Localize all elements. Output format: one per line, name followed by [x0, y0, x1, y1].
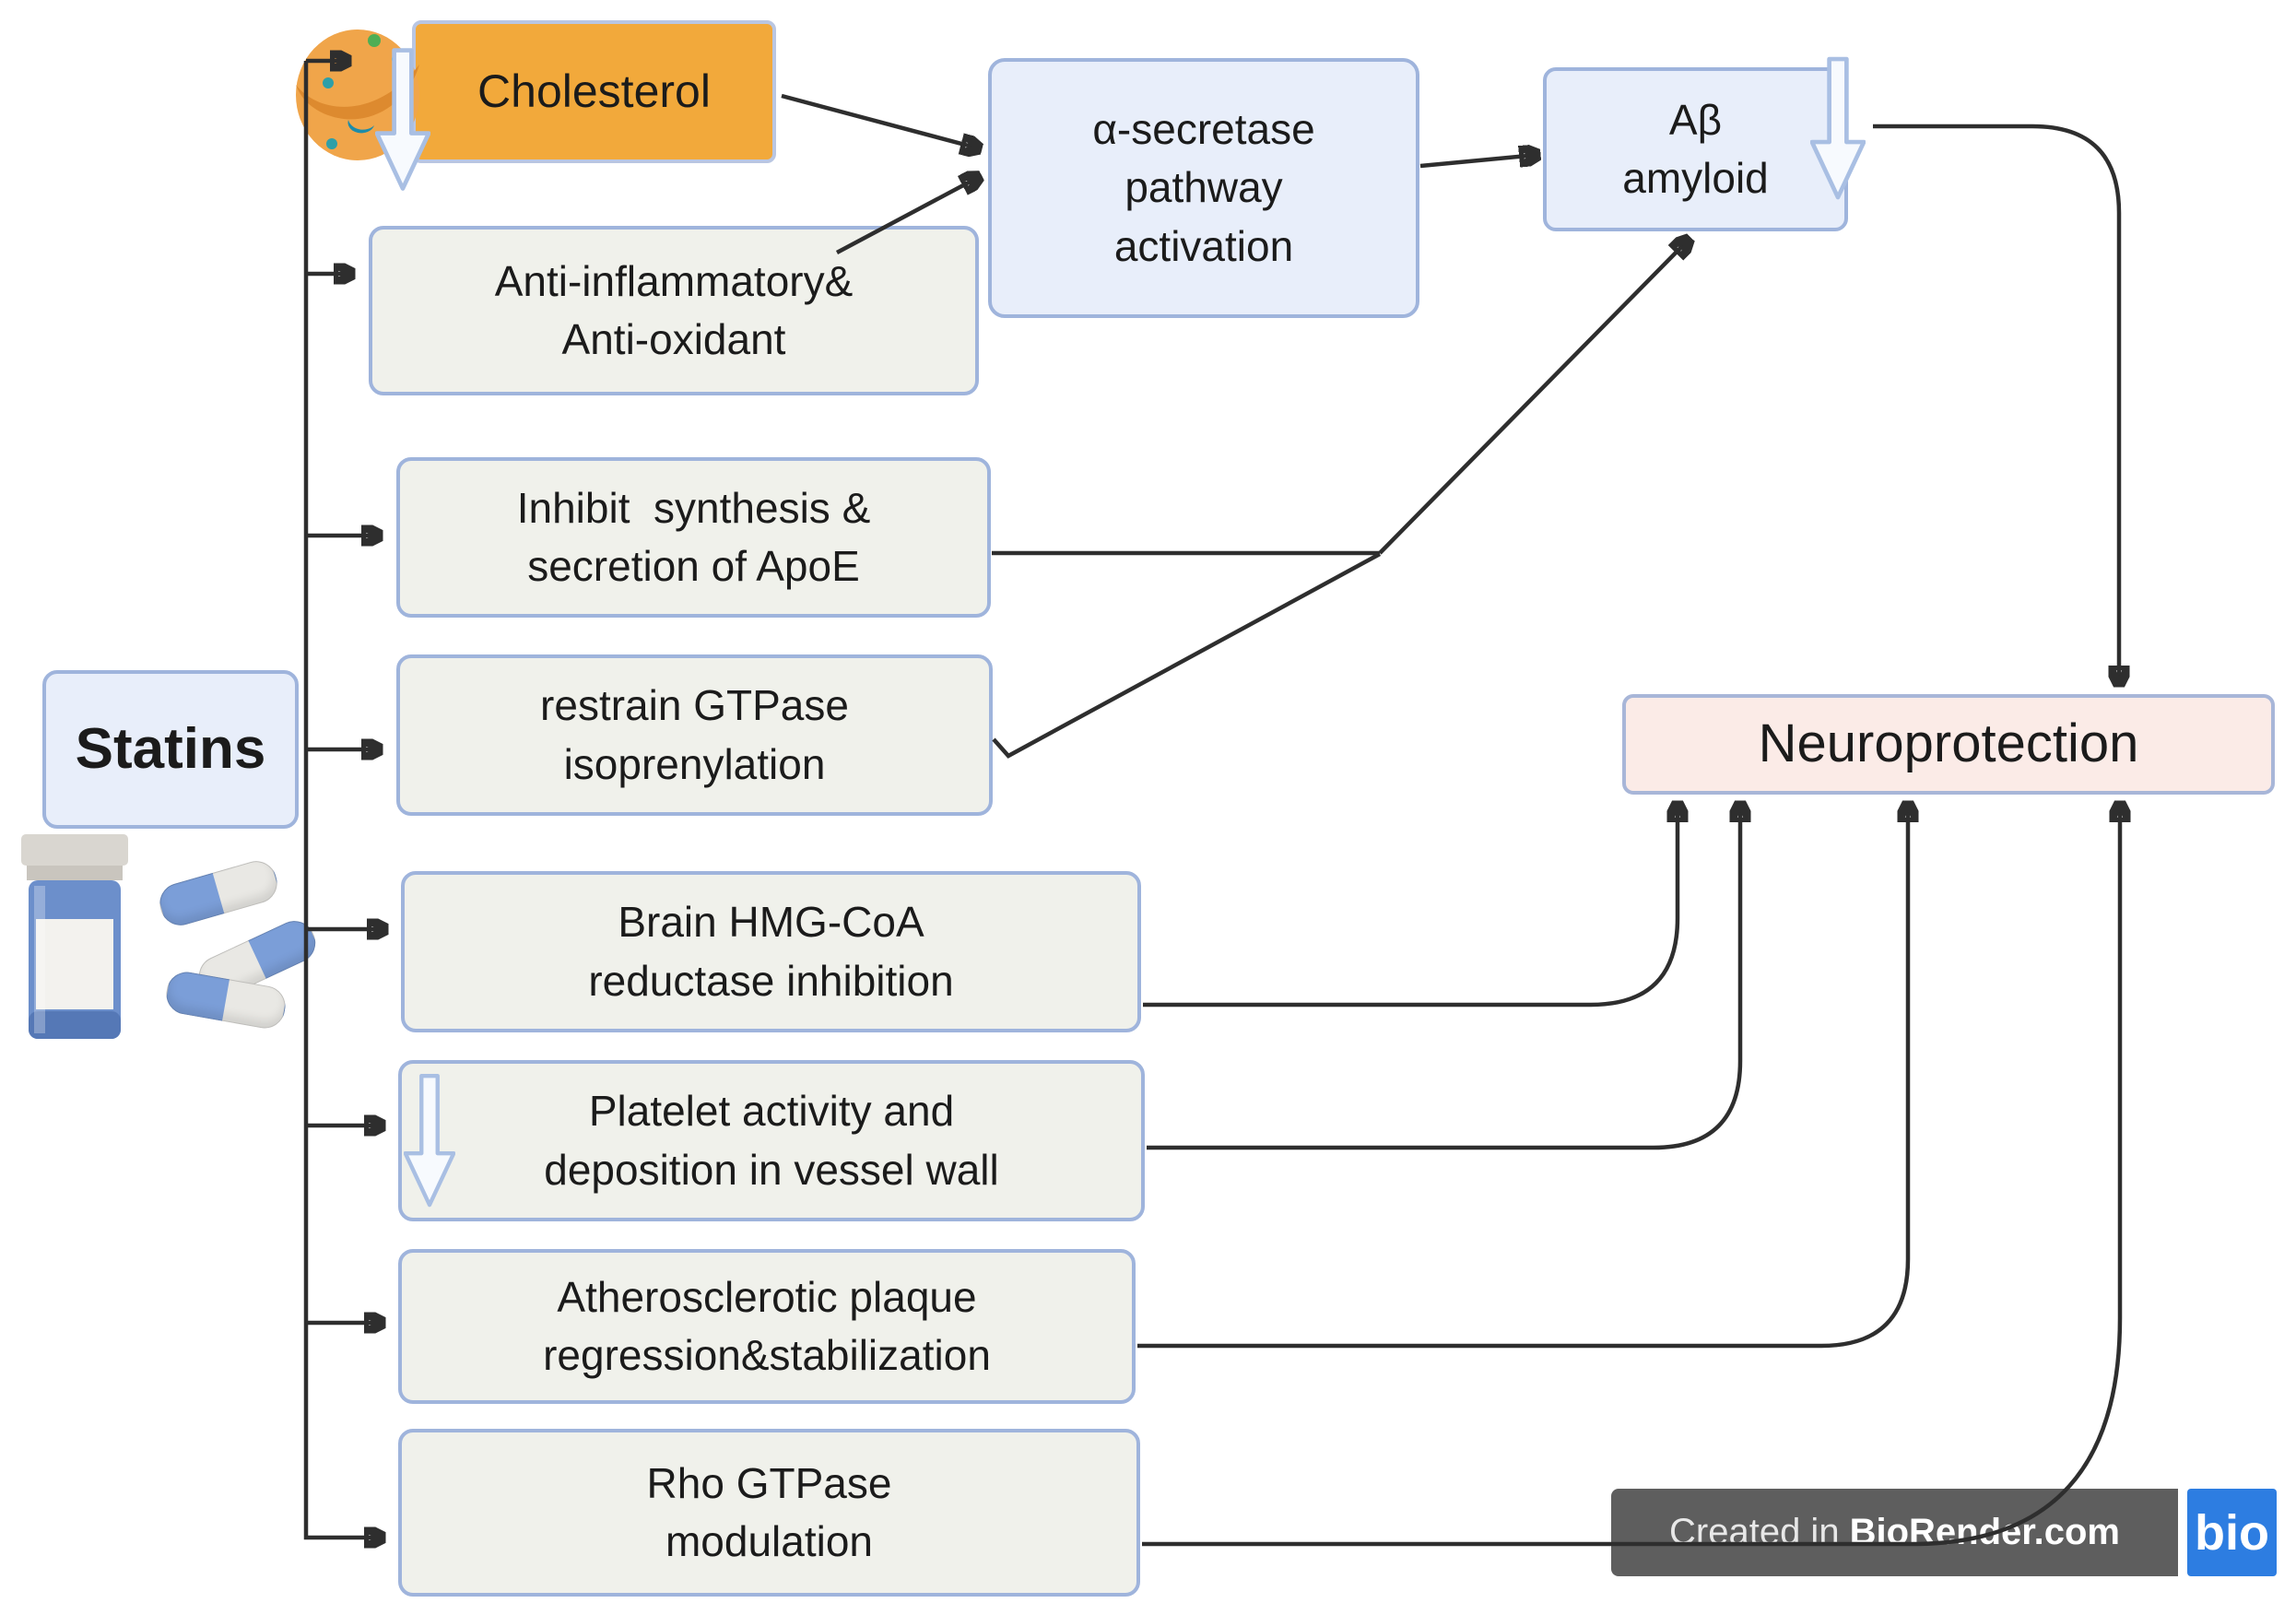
node-restrain-gtpase: restrain GTPase isoprenylation	[396, 654, 993, 816]
pill-bottle-icon	[16, 834, 134, 1046]
arrow-platelet-to-neuroprotection	[1147, 804, 1740, 1150]
node-atherosclerotic-plaque: Atherosclerotic plaque regression&stabil…	[398, 1249, 1136, 1404]
arrow-merged-to-abeta	[1378, 240, 1689, 555]
cholesterol-decrease-arrow-icon	[375, 44, 430, 196]
abeta-decrease-arrow-icon	[1810, 55, 1866, 203]
node-alpha-secretase: α-secretase pathway activation	[988, 58, 1419, 318]
node-abeta-amyloid: Aβ amyloid	[1543, 67, 1848, 231]
biorender-logo-icon: bio	[2187, 1489, 2277, 1576]
node-statins: Statins	[42, 670, 299, 829]
watermark-text: Created in	[1669, 1512, 1840, 1552]
watermark-brand: BioRender.com	[1849, 1512, 2120, 1552]
line-restrain-merge	[992, 552, 1382, 759]
capsule-icon	[155, 855, 282, 931]
node-brain-hmg-coa: Brain HMG-CoA reductase inhibition	[401, 871, 1141, 1032]
arrow-athero-to-neuroprotection	[1137, 804, 1908, 1349]
node-cholesterol: Cholesterol	[412, 20, 776, 163]
arrow-cholesterol-to-alpha	[781, 93, 979, 148]
capsule-icon	[162, 969, 289, 1031]
arrow-alpha-to-abeta	[1419, 155, 1537, 169]
arrow-abeta-to-neuroprotection	[1873, 124, 2119, 684]
arrow-rho-to-neuroprotection	[1142, 804, 2120, 1547]
node-anti-inflammatory: Anti-inflammatory& Anti-oxidant	[369, 226, 979, 395]
node-rho-gtpase: Rho GTPase modulation	[398, 1429, 1140, 1597]
node-neuroprotection: Neuroprotection	[1622, 694, 2275, 795]
arrow-brain-to-neuroprotection	[1143, 804, 1678, 1008]
platelet-decrease-arrow-icon	[404, 1067, 455, 1215]
node-platelet-activity: Platelet activity and deposition in vess…	[398, 1060, 1145, 1221]
node-inhibit-apoe: Inhibit synthesis & secretion of ApoE	[396, 457, 991, 618]
biorender-watermark: Created in BioRender.com	[1611, 1489, 2178, 1576]
